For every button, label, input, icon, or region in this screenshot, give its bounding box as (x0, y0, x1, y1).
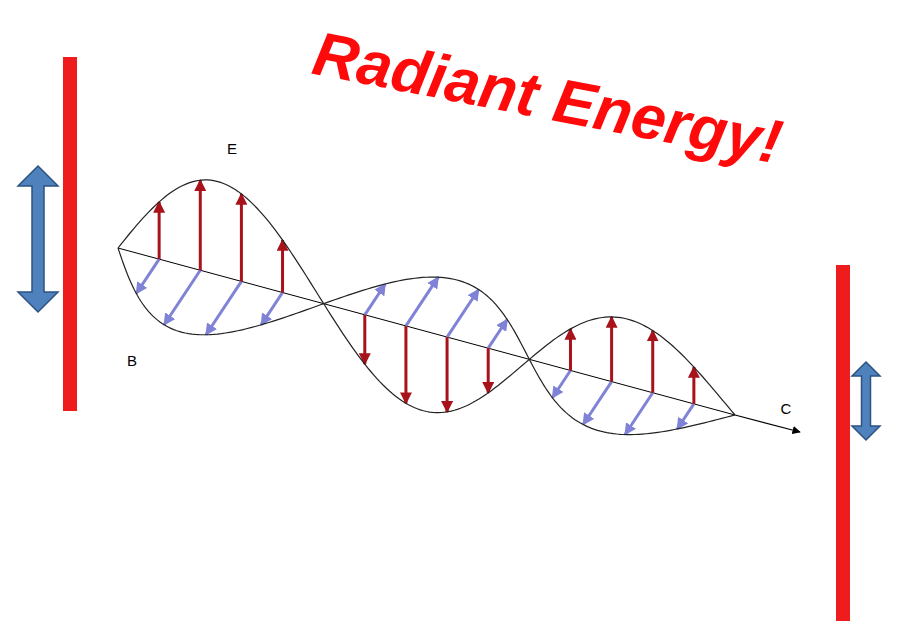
magnetic-vector (488, 320, 507, 349)
field-label: B (127, 353, 137, 368)
electric-vector (281, 240, 284, 293)
electric-vector (692, 367, 695, 404)
magnetic-vector (261, 293, 282, 325)
oscillation-arrow (852, 362, 880, 440)
title: Radiant Energy! (309, 22, 788, 174)
electric-vector (651, 331, 654, 393)
electric-vector (404, 326, 407, 403)
electric-vector (158, 202, 161, 259)
direction-arrow (735, 415, 800, 432)
magnetic-vector (552, 370, 570, 397)
electric-vector (446, 337, 449, 412)
magnetic-envelope (118, 248, 735, 435)
electric-vector (240, 194, 243, 281)
magnetic-vector (625, 393, 653, 435)
magnetic-vector (164, 270, 200, 325)
field-label: E (227, 141, 237, 156)
propagation-axis (118, 248, 735, 415)
antenna-bar (836, 265, 850, 621)
electric-vector (363, 315, 366, 364)
magnetic-vector (677, 404, 694, 429)
electric-envelope (118, 180, 735, 415)
magnetic-vector (136, 259, 159, 293)
antenna-bar (63, 57, 77, 411)
magnetic-vector (447, 289, 479, 337)
oscillation-arrow (18, 166, 58, 312)
magnetic-vector (406, 277, 438, 326)
electric-vector (569, 329, 572, 371)
magnetic-vector (583, 382, 611, 425)
field-label: C (781, 401, 792, 416)
electric-vector (199, 180, 202, 270)
electric-vector (610, 317, 613, 382)
electric-vector (487, 348, 490, 393)
magnetic-vector (206, 281, 241, 334)
